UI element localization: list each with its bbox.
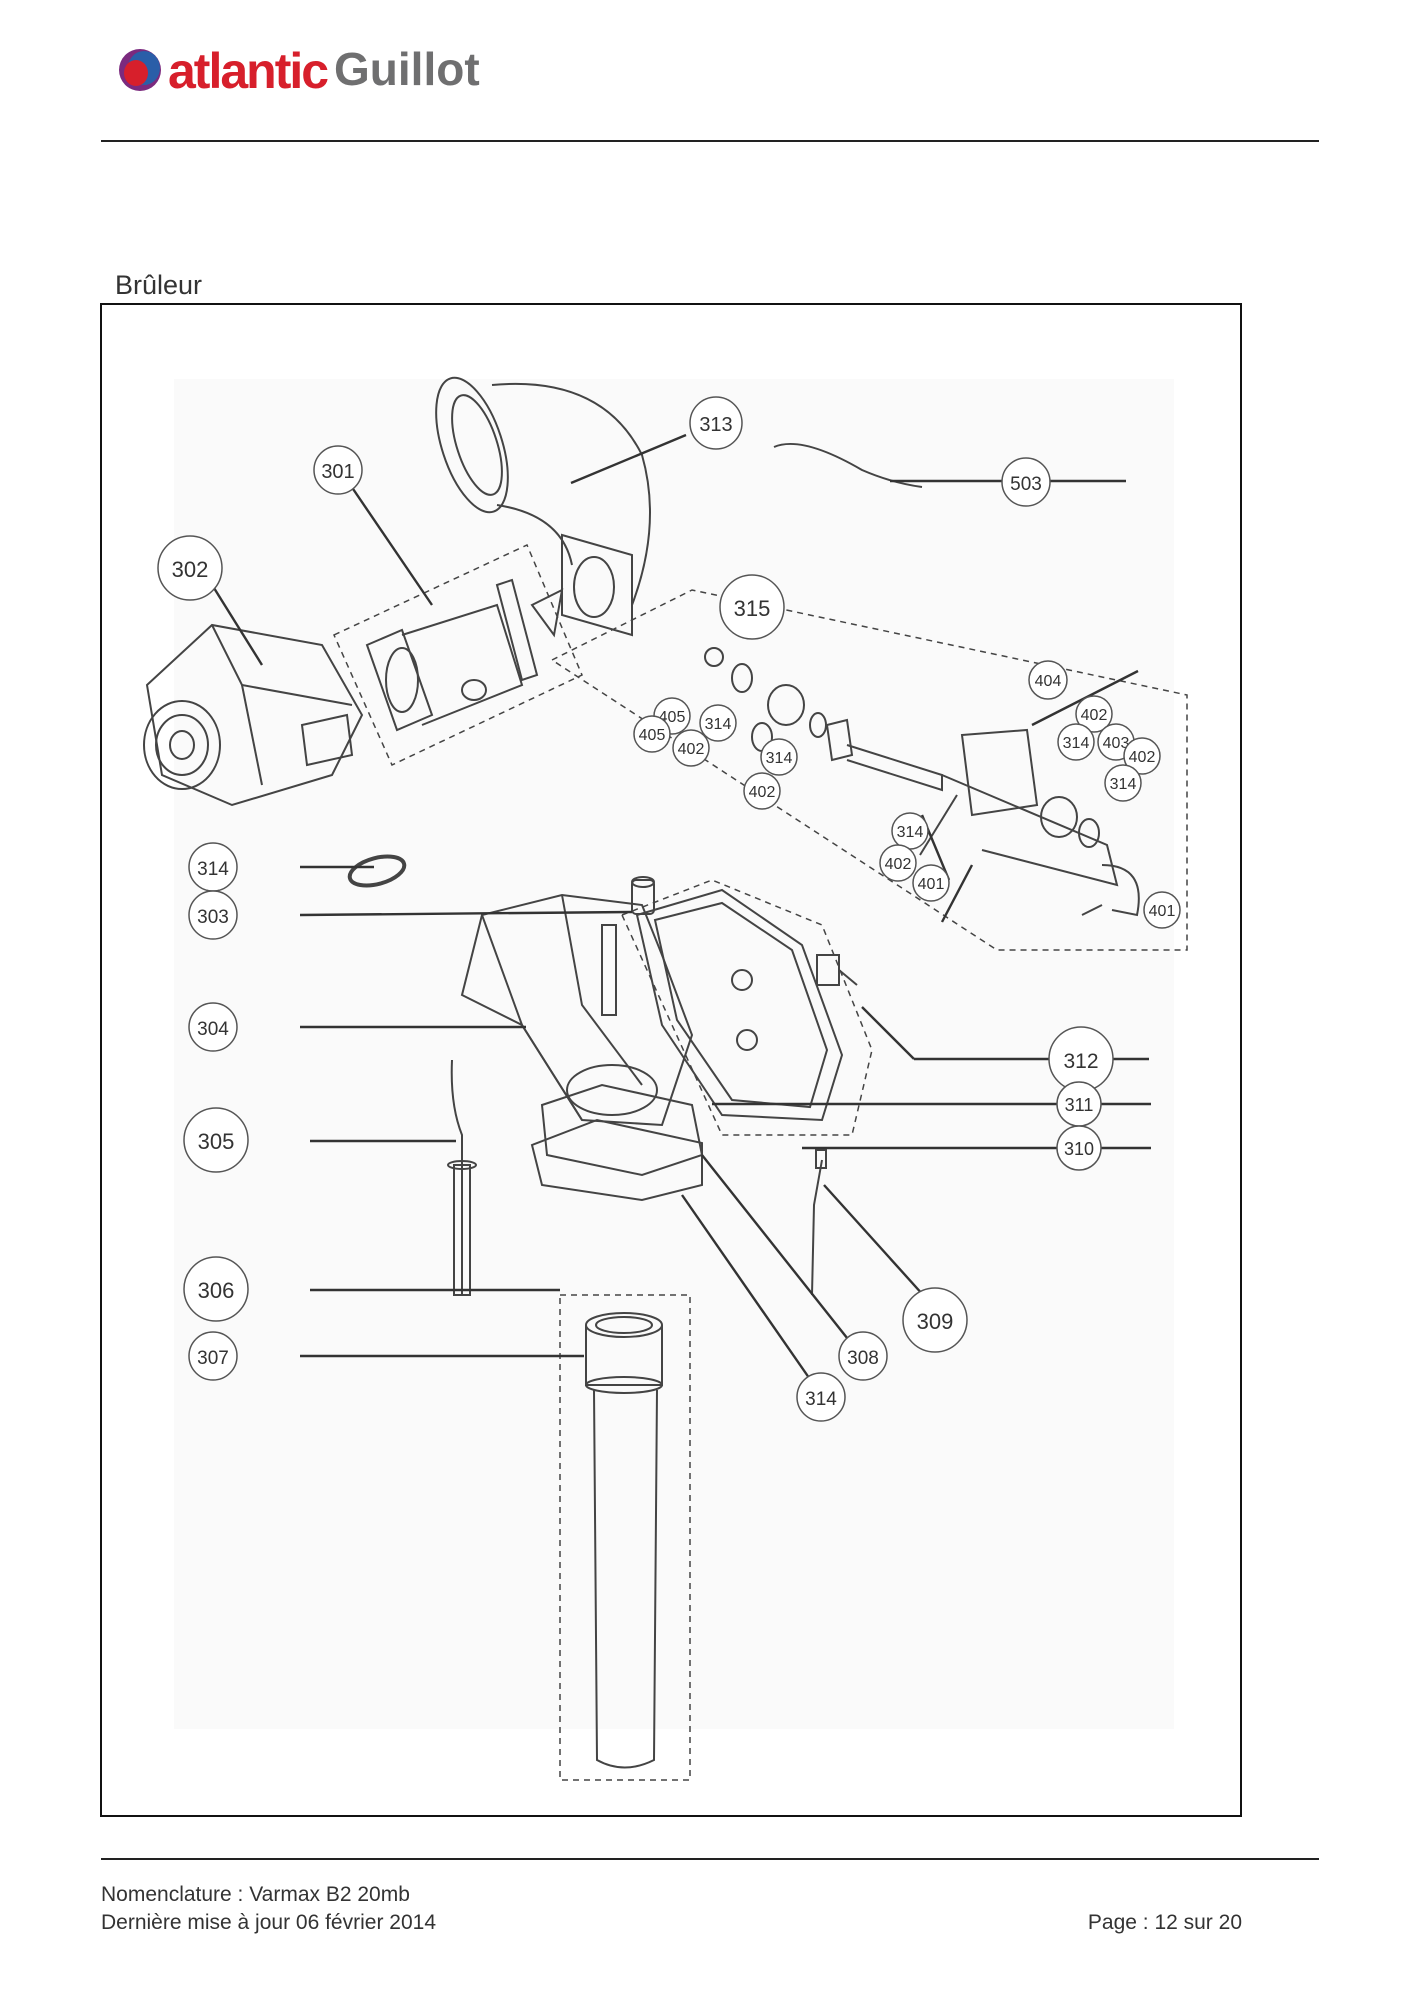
svg-text:304: 304 <box>197 1019 229 1040</box>
callout-302: 302 <box>157 535 223 601</box>
svg-text:306: 306 <box>198 1278 235 1303</box>
callout-304: 304 <box>188 1002 238 1052</box>
footer-last-update: Dernière mise à jour 06 février 2014 <box>101 1911 436 1934</box>
svg-text:314: 314 <box>766 750 793 767</box>
callout-307: 307 <box>188 1331 238 1381</box>
svg-text:313: 313 <box>699 414 732 436</box>
svg-text:314: 314 <box>1063 735 1090 752</box>
svg-text:402: 402 <box>749 784 776 801</box>
callout-314-d: 314 <box>1104 764 1142 802</box>
parts-artwork <box>143 376 1188 1781</box>
callout-401-a: 401 <box>912 864 950 902</box>
callout-402-c: 402 <box>1123 737 1161 775</box>
callout-303: 303 <box>188 890 238 940</box>
svg-text:314: 314 <box>1110 776 1137 793</box>
callout-310: 310 <box>1056 1125 1102 1171</box>
callout-301: 301 <box>313 445 363 495</box>
callout-305: 305 <box>183 1107 249 1173</box>
callout-314-f: 314 <box>188 842 238 892</box>
svg-text:401: 401 <box>1149 903 1176 920</box>
part-312-sensor <box>816 954 858 986</box>
callout-314-b: 314 <box>1057 723 1095 761</box>
footer-nomenclature: Nomenclature : Varmax B2 20mb <box>101 1883 410 1906</box>
svg-text:404: 404 <box>1035 673 1062 690</box>
part-304-burner-body <box>460 893 694 1127</box>
part-302-fan <box>143 623 364 807</box>
callout-402-d: 402 <box>743 772 781 810</box>
part-309-probe <box>811 1149 827 1296</box>
part-313-air-duct <box>435 376 651 637</box>
footer-rule <box>101 1858 1319 1860</box>
callout-314-a: 314 <box>699 704 737 742</box>
svg-text:308: 308 <box>847 1348 879 1369</box>
group-301-outline <box>333 543 583 767</box>
part-306-burner-tube <box>585 1312 663 1769</box>
callout-312: 312 <box>1048 1026 1114 1092</box>
svg-text:305: 305 <box>198 1129 235 1154</box>
part-314-oring <box>347 854 407 888</box>
svg-text:503: 503 <box>1010 474 1042 495</box>
brand-name-secondary: Guillot <box>334 43 480 95</box>
svg-text:403: 403 <box>1103 735 1130 752</box>
callout-314-c: 314 <box>760 738 798 776</box>
svg-text:311: 311 <box>1065 1095 1094 1115</box>
part-314-base-gasket <box>530 1118 703 1202</box>
section-title: Brûleur <box>115 270 203 300</box>
callout-306: 306 <box>183 1256 249 1322</box>
svg-text:401: 401 <box>918 876 945 893</box>
callout-401-b: 401 <box>1143 891 1181 929</box>
diagram-frame: 313 301 503 302 315 404 405 314 405 402 … <box>100 303 1242 1817</box>
part-315-gas-valve <box>704 647 1140 917</box>
svg-text:402: 402 <box>885 856 912 873</box>
svg-text:314: 314 <box>705 716 732 733</box>
brand-name-primary: atlantic <box>168 43 329 99</box>
callout-402-a: 402 <box>672 729 710 767</box>
svg-text:402: 402 <box>1129 749 1156 766</box>
part-305-electrode <box>447 1059 477 1296</box>
header-rule <box>101 140 1319 142</box>
svg-text:303: 303 <box>197 907 229 928</box>
svg-text:405: 405 <box>639 727 666 744</box>
callout-308: 308 <box>838 1331 888 1381</box>
callout-314-e: 314 <box>891 812 929 850</box>
callout-309: 309 <box>902 1287 968 1353</box>
svg-text:310: 310 <box>1064 1139 1094 1159</box>
callouts: 313 301 503 302 315 404 405 314 405 402 … <box>157 396 1181 1422</box>
part-301-venturi <box>365 578 564 732</box>
svg-text:314: 314 <box>197 859 229 880</box>
atlantic-logo-mark <box>119 49 161 91</box>
burner-exploded-diagram: 313 301 503 302 315 404 405 314 405 402 … <box>143 376 1188 1781</box>
svg-text:309: 309 <box>917 1309 954 1334</box>
svg-text:302: 302 <box>172 557 209 582</box>
callout-311: 311 <box>1056 1081 1102 1127</box>
svg-text:402: 402 <box>1081 707 1108 724</box>
svg-text:301: 301 <box>321 461 354 483</box>
callout-402-b: 402 <box>1075 695 1113 733</box>
svg-text:312: 312 <box>1063 1050 1098 1073</box>
callout-315: 315 <box>719 574 785 640</box>
callout-404: 404 <box>1028 660 1068 700</box>
svg-text:307: 307 <box>197 1348 229 1369</box>
callout-314-g: 314 <box>796 1372 846 1422</box>
brand-logo: atlantic Guillot <box>116 40 516 100</box>
part-503-cable <box>773 443 923 488</box>
part-311-cover <box>635 888 844 1122</box>
svg-text:315: 315 <box>734 596 771 621</box>
svg-text:314: 314 <box>805 1389 837 1410</box>
callout-405-b: 405 <box>633 715 671 753</box>
callout-503: 503 <box>1001 457 1051 507</box>
svg-text:314: 314 <box>897 824 924 841</box>
callout-313: 313 <box>689 396 743 450</box>
footer-page-number: Page : 12 sur 20 <box>1087 1911 1242 1934</box>
callout-402-e: 402 <box>879 844 917 882</box>
svg-text:402: 402 <box>678 741 705 758</box>
